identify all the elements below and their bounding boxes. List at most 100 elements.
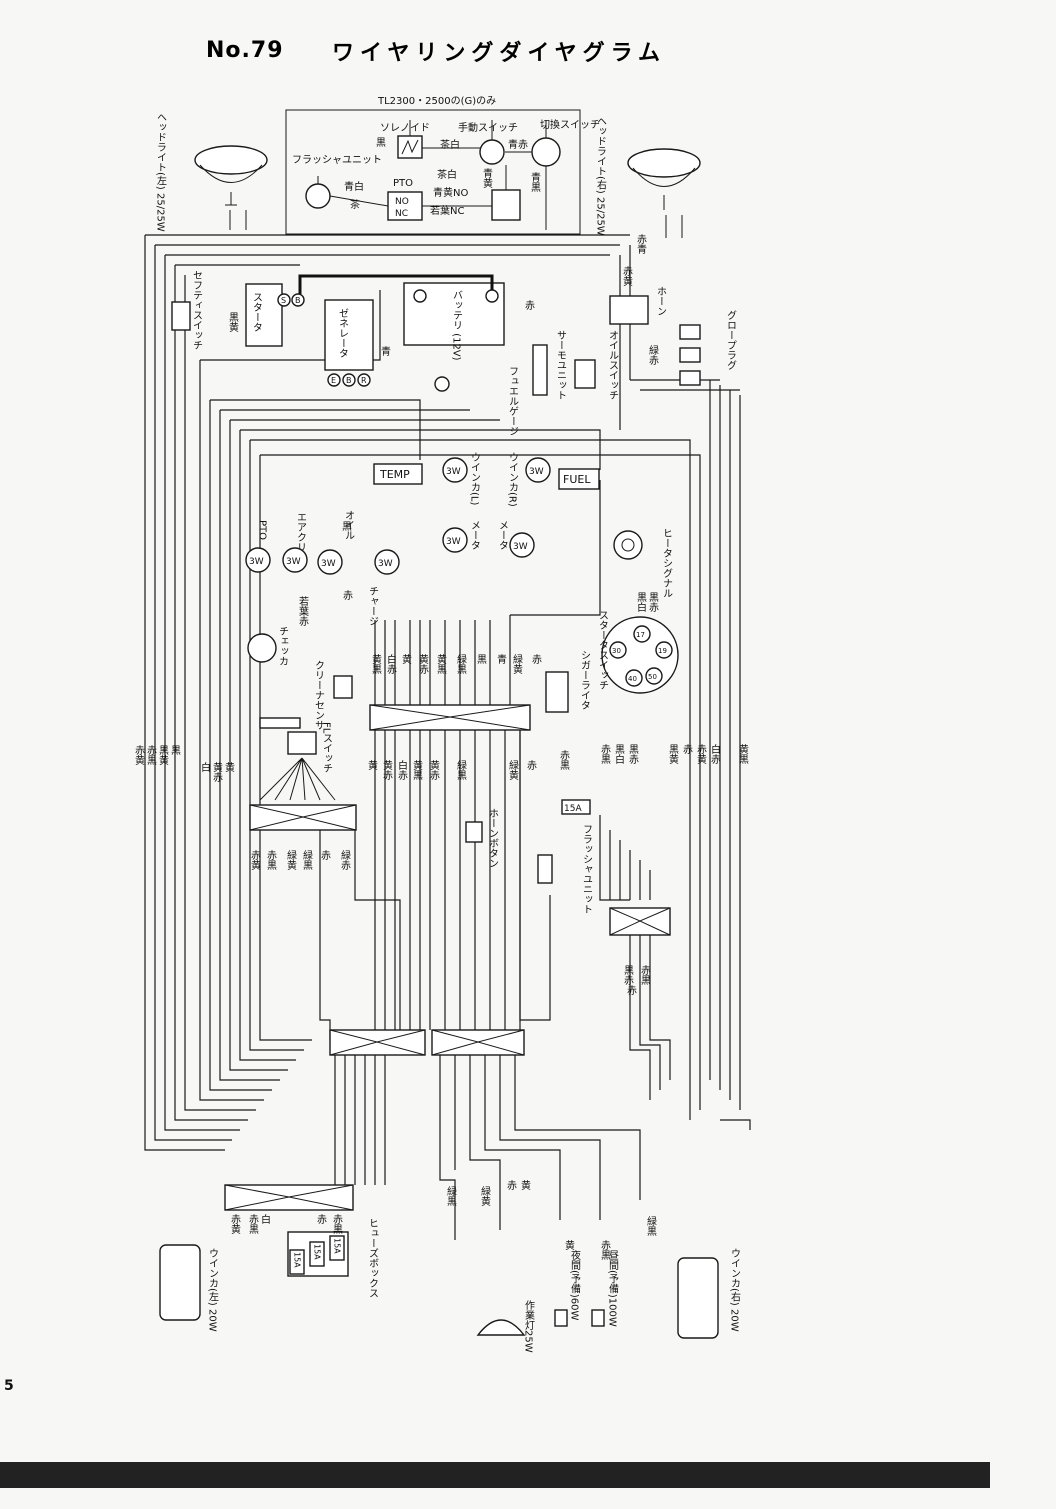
w-black-red-r1: 黒赤 [627,744,639,764]
w-blue-yellow-no: 青黄NO [433,186,468,199]
page-mark: 5 [4,1378,14,1394]
w-black-red-hs: 黒赤 [647,592,659,612]
horn-label: ホーン [655,286,667,316]
meter-1-watt: 3W [446,537,461,547]
starter-label: スタータ [251,292,263,332]
w-green-red-horn: 緑赤 [647,344,659,365]
cleaner-sensor [333,675,353,699]
w-white-fb: 白 [259,1213,270,1224]
w-red-r3: 赤 [625,985,637,995]
meter-lamp-1 [442,527,468,553]
w-red-black-r1: 赤黒 [599,744,611,765]
headlight-left-label: ヘッドライト(左) 25/25W [155,112,167,232]
fuse-15a-main-label: 15A [564,804,582,814]
pto-lamp-watt: 3W [249,557,264,567]
oil-lamp-watt: 3W [321,559,336,569]
oil-switch [574,359,596,389]
w-black-yellow-starter: 黒黄 [227,312,239,333]
fuse-box-label: ヒューズボックス [367,1218,379,1298]
w-green-black-c1: 緑黒 [455,653,467,675]
w-red-blue-top1: 赤青 [635,234,647,255]
w-red-black-cig: 赤黒 [558,750,570,771]
battery-label: バッテリ (12V) [451,290,463,361]
changeover-switch-label: 切換スイッチ [540,119,600,131]
w-red-yellow-l1: 赤黄 [133,745,145,766]
w-red-c2: 赤 [525,760,537,770]
fl-switch [287,731,317,755]
glow-plug-3 [679,370,701,386]
changeover-switch [531,137,561,167]
ss-19: 19 [658,647,667,655]
w-red-charge: 赤 [341,590,353,600]
day-lamp-label: 昼間(予備)100W [607,1250,619,1327]
fuel-gauge-sender [434,376,450,392]
w-yellow-red-c1: 黄赤 [417,653,429,674]
w-green-yellow-c1: 緑黄 [511,653,523,675]
temp-label: TEMP [379,468,410,481]
night-lamp-connector [554,1309,568,1327]
pto-no: NO [395,197,409,207]
ss-40: 40 [628,675,637,683]
w-blue-red-top: 青赤 [508,138,528,151]
horn [609,295,649,325]
w-red-yellow-fl: 赤黄 [249,850,261,871]
starter-terminal-b [291,293,305,307]
fl-switch-fan [259,757,336,801]
day-lamp-connector [591,1309,605,1327]
generator-label: ゼネレータ [337,308,349,358]
winker-left-label: ウインカ(左) 20W [207,1248,219,1332]
w-brown-white-top: 茶白 [440,138,460,151]
w-yellow-black-c2: 黄黒 [435,653,447,675]
w-red-black-l1: 赤黒 [145,745,157,766]
pto-relay-label: PTO [393,178,413,189]
w-black-c1: 黒 [475,654,487,665]
meter-2-watt: 3W [513,542,528,552]
meter-2-label: メータ [497,520,509,550]
safety-switch [171,301,191,331]
winker-right [677,1257,719,1339]
checker-label: チェッカ [277,626,288,666]
fuse-3: 15A [333,1238,342,1254]
w-black-white-r1: 黒白 [613,744,625,764]
flasher-unit [537,854,553,884]
winker-l-label: ウインカ(L) [469,452,481,506]
air-cleaner-watt: 3W [286,557,301,567]
generator [324,299,374,371]
w-yellow-red-c2: 黄赤 [381,759,393,780]
fuse-15a-main [561,799,591,815]
battery-cable [298,274,494,294]
oil-lamp [317,549,343,575]
w-green-yellow-fl: 緑黄 [285,849,297,871]
w-white-red-c1: 白赤 [385,653,397,674]
connectors [224,704,671,1211]
w-red-yellow-fb: 赤黄 [229,1214,241,1235]
starter-switch-label: スタータスイッチ [597,610,609,690]
ss-50: 50 [648,673,657,681]
w-yellow-b1: 黄 [519,1179,531,1191]
horn-button-label: ホーンボタン [487,808,499,868]
w-red-top1: 赤 [523,300,535,310]
w-yellow-black-c3: 黄黒 [411,759,423,781]
w-yellow-b2: 黄 [563,1239,575,1251]
w-black-yellow-l1: 黒黄 [157,745,169,766]
cigar-lighter [545,671,569,713]
work-lamp-label: 作業灯25W [523,1300,535,1353]
heater-signal [613,530,643,560]
air-cleaner-lamp [282,547,308,573]
starter-terminal-s [277,293,291,307]
work-lamp [476,1319,526,1336]
w-green-black-b1: 緑黒 [445,1185,457,1207]
gen-b: B [346,376,352,385]
changeover-relay [491,189,521,221]
night-lamp-label: 夜間(予備)60W [569,1249,581,1321]
w-yellow-red-l1: 黄赤 [211,761,223,782]
starter-s: S [281,296,286,305]
w-light-green-red: 若葉赤 [297,595,309,626]
flasher-unit-label: フラッシャユニット [581,824,593,914]
w-yellow-red-c3: 黄赤 [428,759,440,780]
pto-relay [387,191,423,221]
starter-b: B [295,296,301,305]
option-box-wires [317,120,547,230]
w-red-fl: 赤 [319,850,331,860]
w-black-yellow-r1: 黒黄 [667,744,679,765]
